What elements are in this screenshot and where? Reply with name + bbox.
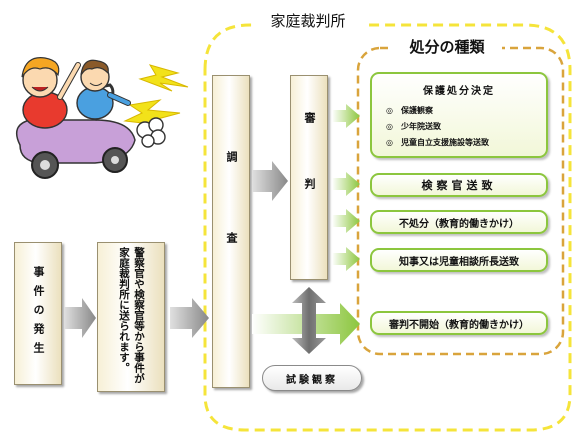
governor-referral-label: 知事又は児童相談所長送致 bbox=[399, 256, 519, 268]
prosecutor-referral-box: 検察官送致 bbox=[370, 173, 548, 197]
no-disposition-box: 不処分（教育的働きかけ） bbox=[370, 210, 548, 234]
investigation-label: 調査 bbox=[225, 150, 238, 313]
arrow-to-no-disposition bbox=[332, 209, 360, 233]
arrow-sent-to-investigation bbox=[170, 298, 209, 338]
governor-referral-box: 知事又は児童相談所長送致 bbox=[370, 248, 548, 272]
exhaust-cloud bbox=[136, 117, 166, 148]
hearing-box: 審判 bbox=[290, 75, 328, 280]
protective-disposition-title: 保護処分決定 bbox=[423, 86, 495, 97]
disposition-title: 処分の種類 bbox=[392, 34, 502, 58]
event-occurrence-label: 事件の発生 bbox=[32, 266, 45, 361]
case-sent-box: 警察官や検察官等から事件が家庭裁判所に送られます。 bbox=[97, 242, 165, 392]
scooter-illustration bbox=[15, 57, 189, 179]
trial-observation-label: 試験観察 bbox=[286, 374, 338, 386]
hearing-label: 審判 bbox=[303, 111, 316, 244]
protective-disposition-box: 保護処分決定 ◎ 保護観察 ◎ 少年院送致 ◎ 児童自立支援施設等送致 bbox=[370, 72, 548, 158]
updown-arrow bbox=[292, 287, 326, 354]
protective-item: ◎ 少年院送致 bbox=[386, 121, 441, 131]
protective-item: ◎ 児童自立支援施設等送致 bbox=[386, 137, 489, 147]
arrow-to-governor bbox=[332, 247, 360, 271]
circle-bullet-icon: ◎ bbox=[386, 137, 393, 147]
prosecutor-referral-label: 検察官送致 bbox=[421, 179, 497, 192]
case-sent-label: 警察官や検察官等から事件が家庭裁判所に送られます。 bbox=[118, 247, 145, 384]
protective-item: ◎ 保護観察 bbox=[386, 105, 433, 115]
arrow-investigation-to-hearing bbox=[252, 161, 288, 201]
trial-observation-box: 試験観察 bbox=[262, 365, 362, 391]
no-hearing-box: 審判不開始（教育的働きかけ） bbox=[370, 311, 548, 335]
arrow-to-prosecutor bbox=[332, 172, 360, 196]
no-hearing-label: 審判不開始（教育的働きかけ） bbox=[389, 319, 529, 331]
event-occurrence-box: 事件の発生 bbox=[14, 242, 62, 385]
circle-bullet-icon: ◎ bbox=[386, 121, 393, 131]
arrow-event-to-sent bbox=[64, 298, 96, 338]
circle-bullet-icon: ◎ bbox=[386, 105, 393, 115]
investigation-box: 調査 bbox=[212, 75, 250, 388]
arrow-to-protective bbox=[332, 104, 360, 128]
no-disposition-label: 不処分（教育的働きかけ） bbox=[399, 218, 519, 230]
court-title: 家庭裁判所 bbox=[252, 8, 364, 32]
lightning-icon bbox=[138, 64, 189, 92]
